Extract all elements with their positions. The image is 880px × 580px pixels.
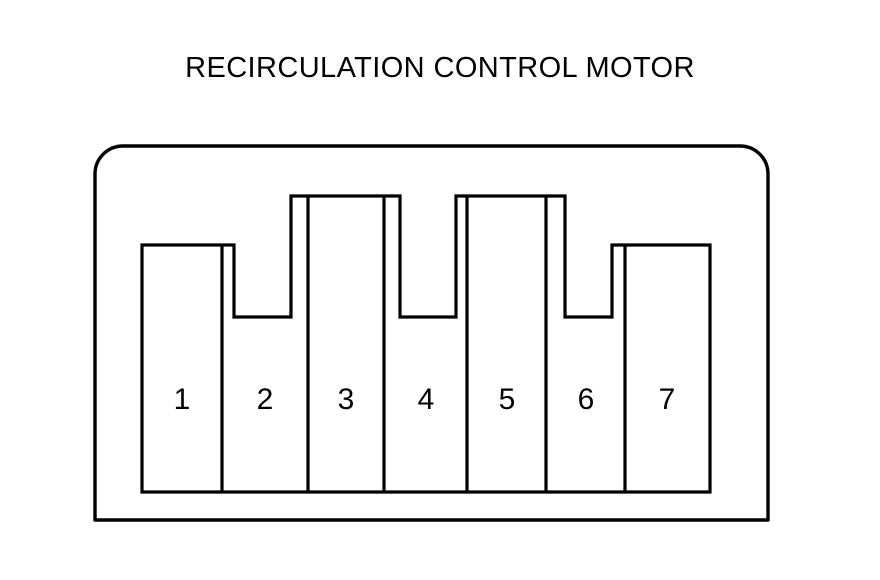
connector-shell-outline [93,144,770,522]
pin-number-5: 5 [499,383,516,416]
pin-number-2: 2 [257,383,274,416]
pin-number-1: 1 [174,383,191,416]
cavity-block-profile [140,194,712,494]
pin-number-6: 6 [578,383,595,416]
pin-number-3: 3 [338,383,355,416]
pin-number-4: 4 [418,383,435,416]
pin-number-7: 7 [659,383,676,416]
page-title: RECIRCULATION CONTROL MOTOR [185,52,695,84]
